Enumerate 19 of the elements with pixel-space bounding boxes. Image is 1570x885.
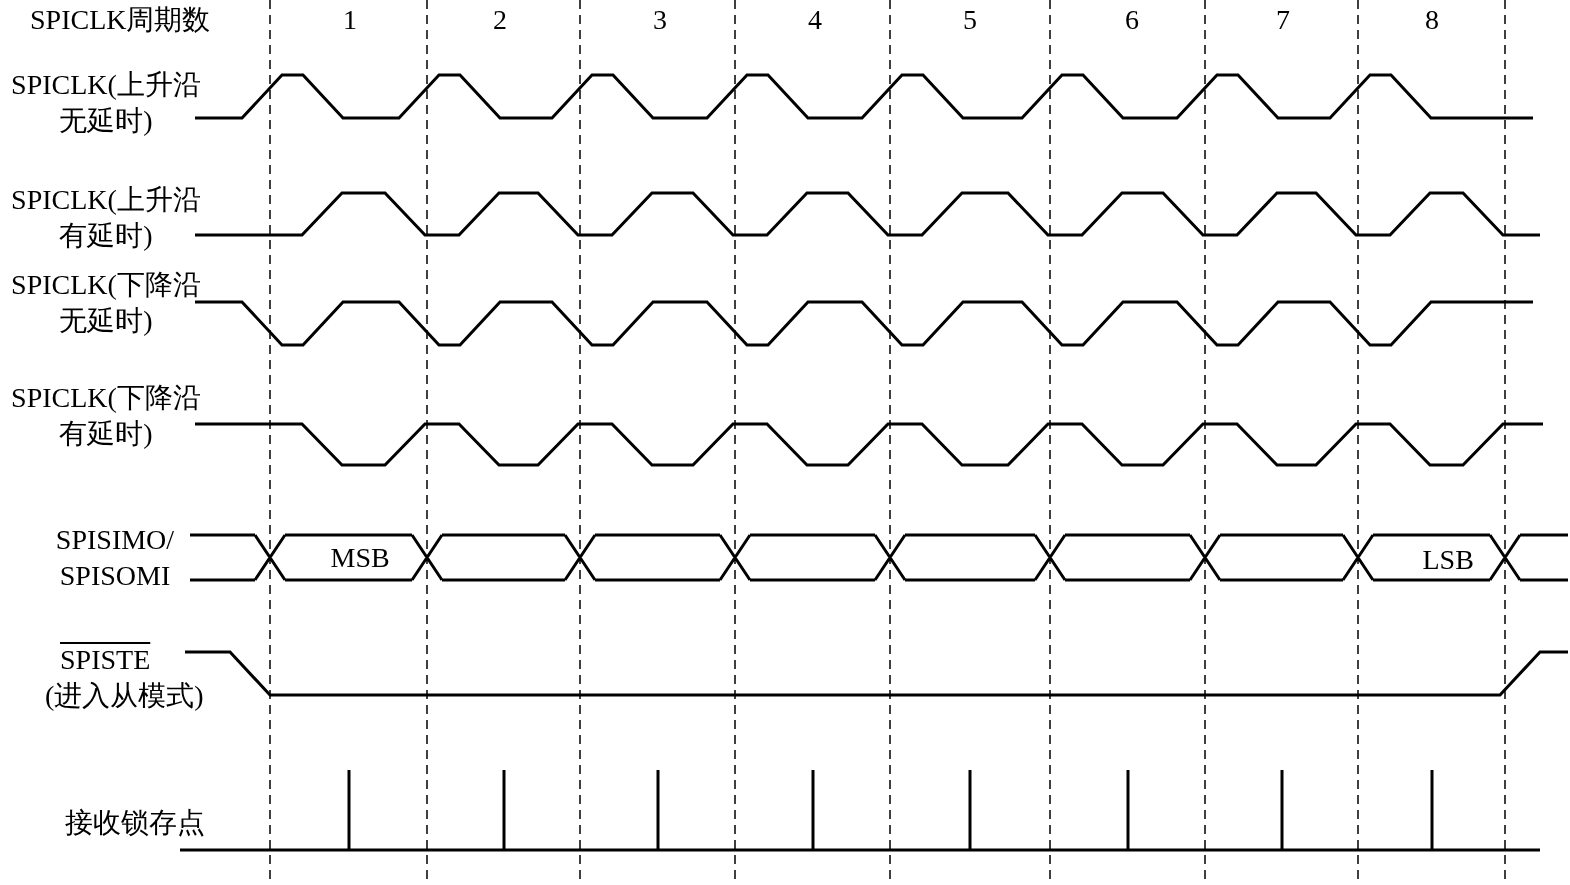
cycle-number: 6	[1125, 3, 1139, 37]
cycle-number: 7	[1276, 3, 1290, 37]
signal-label: SPICLK(上升沿无延时)	[10, 68, 202, 138]
cycle-number: 5	[963, 3, 977, 37]
data-bit-label: LSB	[1422, 543, 1474, 577]
cycle-number: 4	[808, 3, 822, 37]
signal-label: SPICLK(下降沿有延时)	[10, 381, 202, 451]
signal-label: SPISTE	[60, 643, 151, 677]
data-bit-label: MSB	[330, 541, 390, 575]
cycle-number: 2	[493, 3, 507, 37]
cycle-number: 1	[343, 3, 357, 37]
signal-label: SPICLK(下降沿无延时)	[10, 268, 202, 338]
cycle-number: 3	[653, 3, 667, 37]
signal-label: 接收锁存点	[65, 806, 205, 840]
cycle-number: 8	[1425, 3, 1439, 37]
signal-label: (进入从模式)	[45, 679, 204, 713]
signal-label: SPISIMO/ SPISOMI	[54, 523, 176, 593]
column-header: SPICLK周期数	[30, 3, 211, 37]
signal-label: SPICLK(上升沿有延时)	[10, 183, 202, 253]
